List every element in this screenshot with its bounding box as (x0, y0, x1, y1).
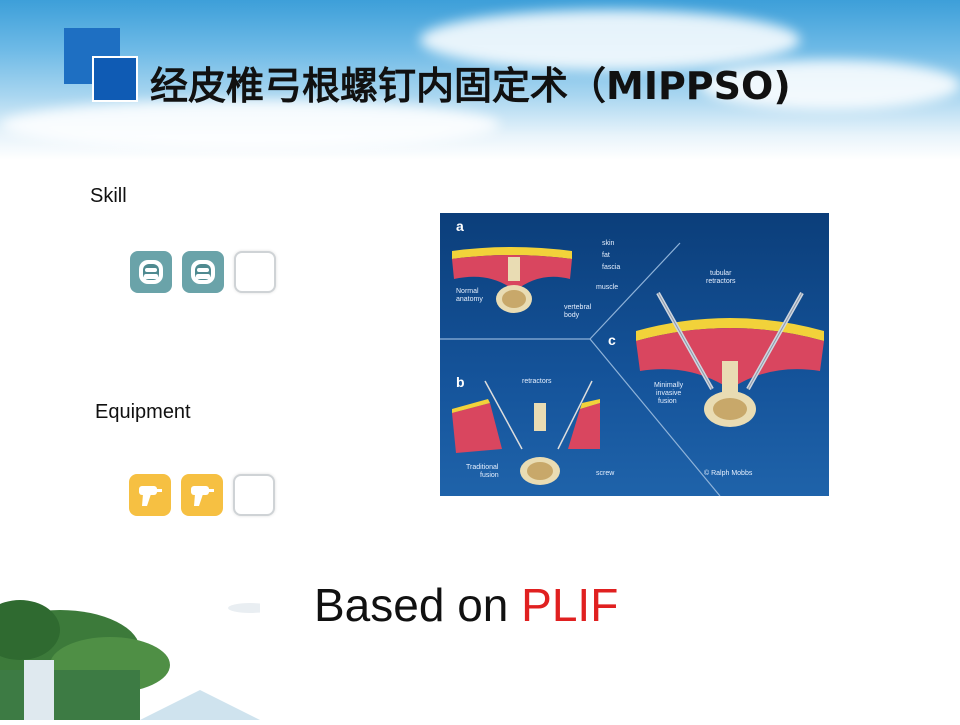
empty-box-icon (234, 251, 276, 293)
label-normal: Normal (456, 288, 479, 295)
label-body: body (564, 312, 580, 319)
slide-title: 经皮椎弓根螺钉内固定术（MIPPSO) (150, 64, 791, 108)
panel-b-letter: b (456, 374, 465, 390)
spine-surgery-illustration: a b c skin fat fascia muscle Normal anat… (440, 213, 829, 496)
cloud (700, 60, 960, 110)
landscape-decoration (0, 590, 272, 720)
panel-a-letter: a (456, 218, 464, 234)
label-retractors: retractors (522, 378, 552, 385)
plif-highlight: PLIF (521, 579, 619, 631)
label-anatomy: anatomy (456, 296, 483, 303)
label-skin: skin (602, 240, 615, 247)
surgeon-mask-icon (182, 251, 224, 293)
label-fat: fat (602, 252, 610, 259)
label-vertebral: vertebral (564, 304, 592, 311)
label-fusion-trad: fusion (480, 472, 499, 479)
panel-c-letter: c (608, 332, 616, 348)
label-traditional: Traditional (466, 464, 499, 471)
label-muscle: muscle (596, 284, 618, 291)
label-fusion-mis: fusion (658, 398, 677, 405)
label-invasive: invasive (656, 390, 681, 397)
equipment-label: Equipment (95, 401, 191, 423)
skill-rating (130, 251, 276, 293)
label-screw: screw (596, 470, 615, 477)
drill-icon (181, 474, 223, 516)
title-decor-square-front (92, 56, 138, 102)
based-on-prefix: Based on (314, 579, 522, 631)
empty-box-icon (233, 474, 275, 516)
surgeon-mask-icon (130, 251, 172, 293)
equipment-rating (129, 474, 275, 516)
label-fascia: fascia (602, 264, 620, 271)
figure-credit: © Ralph Mobbs (704, 469, 753, 477)
label-retractors-tubular: retractors (706, 278, 736, 285)
label-minimally: Minimally (654, 382, 684, 389)
cloud (420, 10, 800, 70)
cloud (0, 100, 500, 150)
skill-label: Skill (90, 185, 127, 207)
label-tubular: tubular (710, 270, 732, 277)
based-on-text: Based on PLIF (314, 578, 618, 632)
drill-icon (129, 474, 171, 516)
